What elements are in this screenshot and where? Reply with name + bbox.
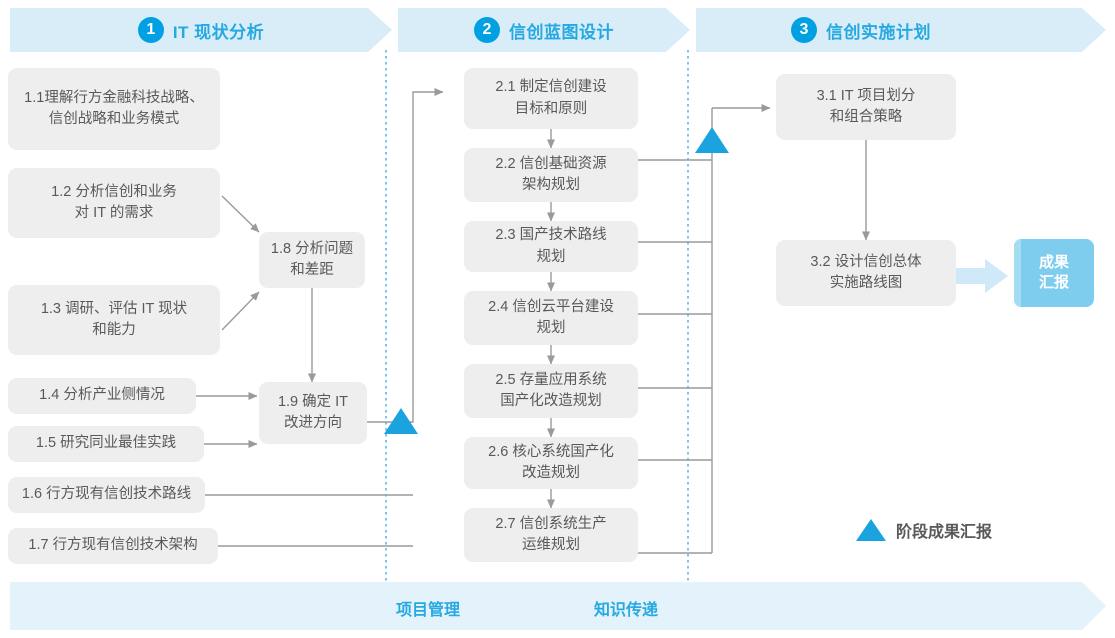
- task-box-2-1[interactable]: 2.1 制定信创建设 目标和原则: [464, 68, 638, 129]
- result-report-badge[interactable]: 成果 汇报: [1014, 239, 1094, 307]
- task-box-2-5[interactable]: 2.5 存量应用系统 国产化改造规划: [464, 364, 638, 418]
- phase-banner-1: 1 IT 现状分析: [10, 8, 392, 52]
- task-box-1-6[interactable]: 1.6 行方现有信创技术路线: [8, 477, 205, 513]
- task-box-2-7[interactable]: 2.7 信创系统生产 运维规划: [464, 508, 638, 562]
- phase-number-badge-3: 3: [791, 17, 817, 43]
- bottom-lane-label-knowledge-transfer: 知识传递: [594, 602, 659, 619]
- milestone-triangle-phase1: [384, 408, 418, 434]
- task-box-1-1[interactable]: 1.1理解行方金融科技战略、 信创战略和业务模式: [8, 68, 220, 150]
- phase-title-3: 信创实施计划: [826, 22, 931, 42]
- milestone-triangle-icon: [856, 519, 886, 541]
- legend: 阶段成果汇报: [856, 518, 992, 542]
- task-box-1-7[interactable]: 1.7 行方现有信创技术架构: [8, 528, 218, 564]
- task-box-2-4[interactable]: 2.4 信创云平台建设 规划: [464, 291, 638, 345]
- phase-title-2: 信创蓝图设计: [509, 22, 614, 42]
- task-box-3-2[interactable]: 3.2 设计信创总体 实施路线图: [776, 240, 956, 306]
- legend-label: 阶段成果汇报: [896, 524, 993, 541]
- task-box-1-2[interactable]: 1.2 分析信创和业务 对 IT 的需求: [8, 168, 220, 238]
- task-box-3-1[interactable]: 3.1 IT 项目划分 和组合策略: [776, 74, 956, 140]
- edge-12-to-18: [221, 195, 260, 233]
- task-box-1-4[interactable]: 1.4 分析产业侧情况: [8, 378, 196, 414]
- edge-13-to-18: [221, 291, 260, 331]
- task-box-1-5[interactable]: 1.5 研究同业最佳实践: [8, 426, 204, 462]
- phase-banner-3: 3 信创实施计划: [696, 8, 1026, 52]
- edge-32-to-result-badge: [955, 259, 1008, 293]
- edge-19-to-21: [367, 88, 444, 423]
- task-box-1-9[interactable]: 1.9 确定 IT 改进方向: [259, 382, 367, 444]
- phase-banner-2: 2 信创蓝图设计: [398, 8, 690, 52]
- task-box-1-3[interactable]: 1.3 调研、评估 IT 现状 和能力: [8, 285, 220, 355]
- task-box-2-6[interactable]: 2.6 核心系统国产化 改造规划: [464, 437, 638, 489]
- milestone-triangle-phase2: [695, 127, 729, 153]
- bottom-lane-band: [10, 582, 1106, 630]
- phase-number-badge-2: 2: [474, 17, 500, 43]
- task-box-2-2[interactable]: 2.2 信创基础资源 架构规划: [464, 148, 638, 202]
- phase-title-1: IT 现状分析: [172, 22, 265, 42]
- phase-number-badge-1: 1: [137, 17, 164, 43]
- task-box-1-8[interactable]: 1.8 分析问题 和差距: [259, 232, 365, 288]
- bottom-lane-label-project-management: 项目管理: [396, 602, 461, 619]
- task-box-2-3[interactable]: 2.3 国产技术路线 规划: [464, 221, 638, 272]
